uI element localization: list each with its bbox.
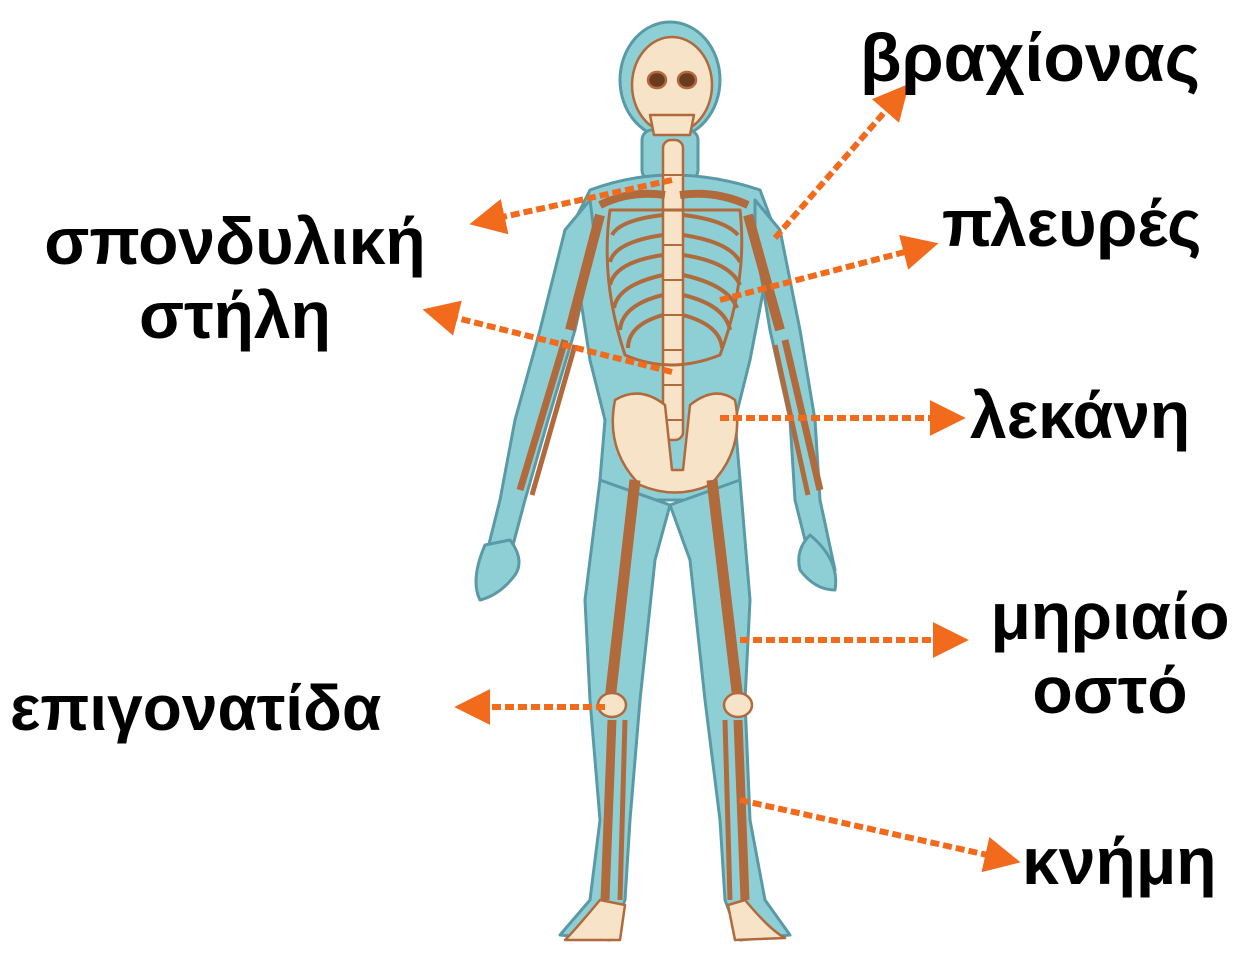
humerus-label: βραχίονας bbox=[860, 24, 1200, 92]
pelvis-label: λεκάνη bbox=[970, 382, 1190, 448]
spine-label-line2: στήλη bbox=[20, 279, 450, 353]
patella-label: επιγονατίδα bbox=[10, 676, 381, 740]
skeleton-bones bbox=[520, 37, 820, 940]
femur-label-line2: οστό bbox=[970, 654, 1250, 728]
femur-label-line1: μηριαίο bbox=[970, 580, 1250, 654]
arrow-humerus bbox=[775, 92, 902, 238]
arrow-tibia bbox=[740, 800, 1010, 860]
ribs-label: πλευρές bbox=[942, 190, 1201, 256]
tibia-label: κνήμη bbox=[1022, 828, 1217, 894]
spine-label: σπονδυλική στήλη bbox=[20, 205, 450, 353]
femur-label: μηριαίο οστό bbox=[970, 580, 1250, 728]
spine-label-line1: σπονδυλική bbox=[20, 205, 450, 279]
